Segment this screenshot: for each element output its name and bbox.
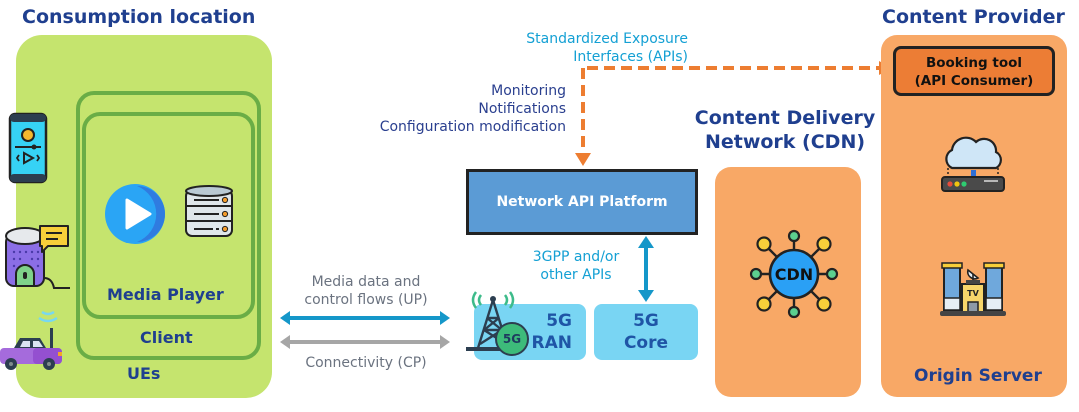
tv-station-icon: TV: [940, 262, 1006, 316]
cdn-title: Content Delivery Network (CDN): [692, 106, 878, 154]
origin-server-label: Origin Server: [914, 366, 1042, 386]
cdn-title-line2: Network (CDN): [704, 131, 866, 153]
up-label: Media data and control flows (UP): [290, 273, 442, 309]
connected-car-icon: [0, 310, 62, 370]
apis-label-line2: other APIs: [540, 267, 612, 283]
core-line2: Core: [623, 333, 669, 353]
client-box: [76, 91, 261, 360]
cdn-network-icon: CDN: [749, 229, 839, 319]
consumption-location-title: Consumption location: [22, 6, 256, 28]
cdn-hub-label: CDN: [775, 265, 813, 284]
ran-line1: 5G: [546, 311, 572, 331]
cloud-server-icon: [941, 136, 1005, 192]
capability-configuration: Configuration modification: [379, 119, 566, 135]
booking-line1: Booking tool: [925, 55, 1023, 71]
media-player-label: Media Player: [107, 285, 224, 304]
core-line1: 5G: [633, 311, 659, 331]
apis-label-line1: 3GPP and/or: [532, 249, 620, 265]
control-plane-arrow: [280, 335, 450, 349]
booking-tool-button[interactable]: Booking tool (API Consumer): [893, 46, 1055, 96]
cdn-title-line1: Content Delivery: [694, 107, 876, 129]
arrowhead-down-icon: [575, 153, 591, 166]
cp-label: Connectivity (CP): [305, 355, 427, 371]
exposure-label-line2: Interfaces (APIs): [573, 49, 688, 65]
exposure-label-line1: Standardized Exposure: [526, 31, 688, 47]
smartphone-icon: [8, 112, 48, 184]
capability-notifications: Notifications: [478, 101, 566, 117]
network-api-platform[interactable]: Network API Platform: [466, 169, 698, 235]
capability-monitoring: Monitoring: [491, 83, 566, 99]
ues-label: UEs: [127, 364, 161, 383]
content-provider-title: Content Provider: [882, 6, 1065, 28]
play-button-icon: [105, 184, 165, 244]
exposure-label: Standardized Exposure Interfaces (APIs): [460, 30, 688, 66]
tv-label: TV: [967, 289, 979, 298]
up-label-line1: Media data and: [311, 274, 421, 290]
database-icon: [185, 185, 233, 237]
ran-line2: RAN: [531, 333, 572, 353]
smart-speaker-icon: [5, 225, 70, 289]
user-plane-arrow: [280, 311, 450, 325]
flow-arrows: [280, 311, 450, 349]
apis-label: 3GPP and/or other APIs: [520, 248, 632, 284]
5g-core-box[interactable]: 5G Core: [594, 304, 698, 360]
up-label-line2: control flows (UP): [304, 292, 428, 308]
client-label: Client: [140, 328, 193, 347]
booking-line2: (API Consumer): [914, 73, 1034, 89]
media-player-box: [82, 112, 255, 319]
platform-core-arrow: [638, 236, 654, 302]
5g-badge: 5G: [495, 322, 529, 356]
capabilities-list: Monitoring Notifications Configuration m…: [330, 82, 566, 136]
